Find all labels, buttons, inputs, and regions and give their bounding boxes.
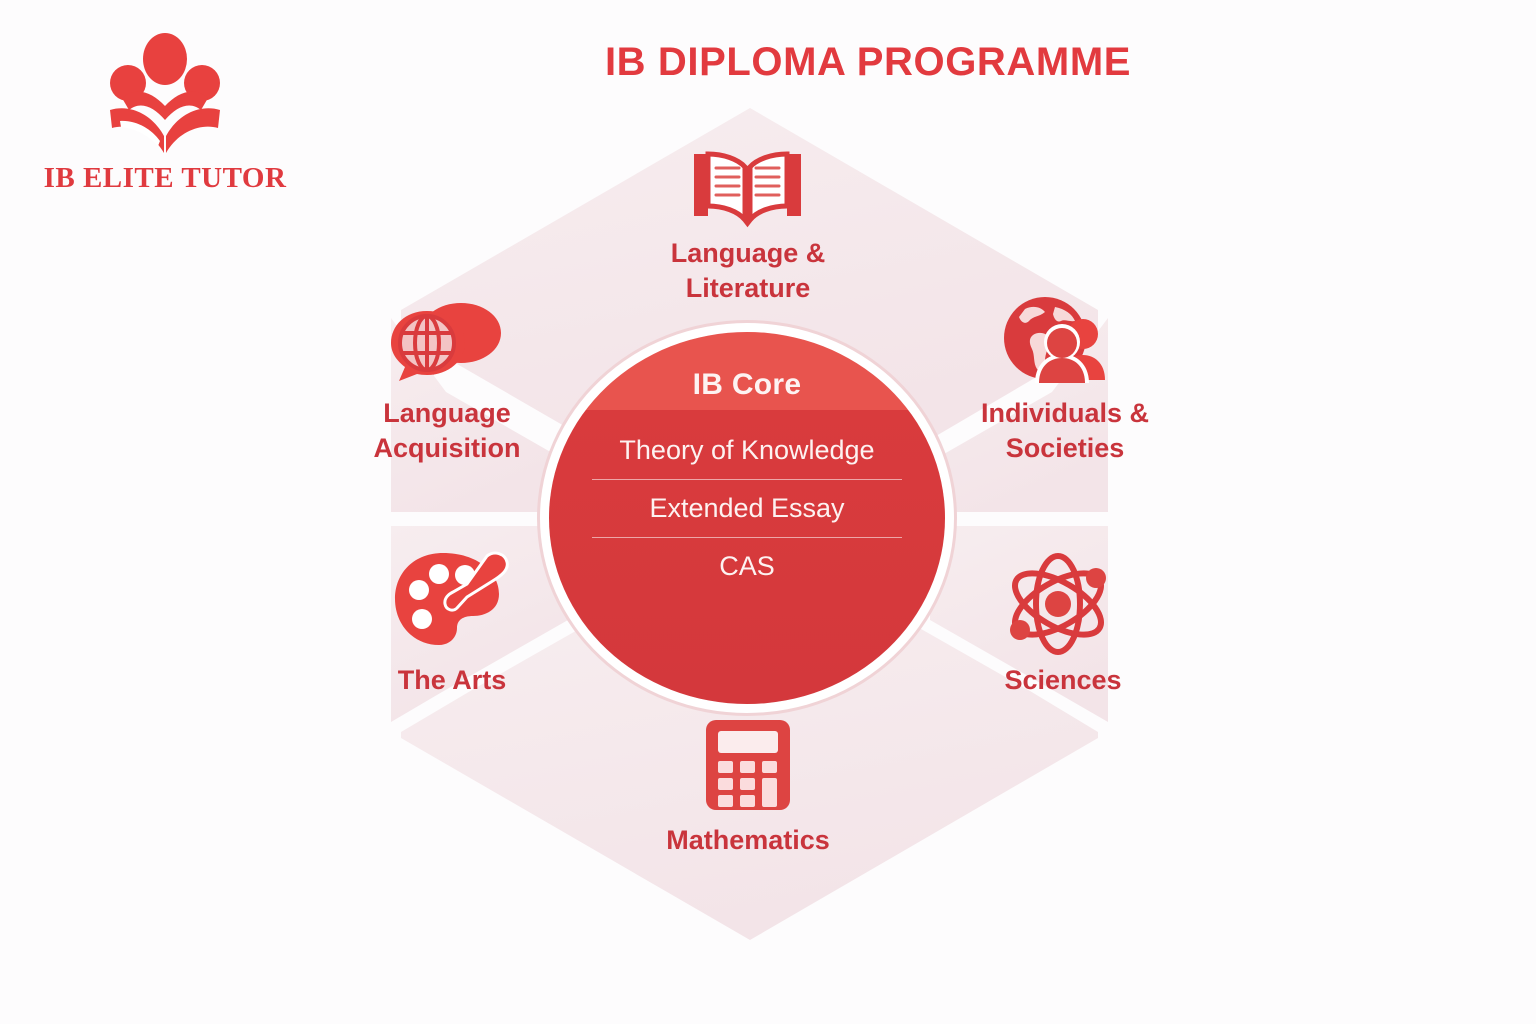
ib-core-title: IB Core [692, 368, 802, 401]
core-item-cas[interactable]: CAS [592, 537, 902, 595]
brand-name: IB ELITE TUTOR [43, 162, 287, 194]
segment-individuals-societies[interactable] [930, 318, 1108, 512]
crown-book-logo-icon [110, 33, 220, 153]
segment-language-acquisition[interactable] [391, 318, 568, 512]
segment-language-literature[interactable] [401, 108, 1098, 453]
core-item-extended-essay[interactable]: Extended Essay [592, 479, 902, 537]
brand-logo: IB ELITE TUTOR [40, 28, 290, 228]
core-item-tok[interactable]: Theory of Knowledge [619, 435, 875, 465]
ib-core-circle[interactable]: IB Core Theory of Knowledge Extended Ess… [549, 332, 945, 704]
ib-dp-hexagon-diagram: Language & Literature Individuals & Soci… [246, 60, 1246, 980]
page-title: IB DIPLOMA PROGRAMME [604, 40, 1132, 84]
ib-core-items: Theory of Knowledge Extended Essay CAS [592, 422, 902, 595]
